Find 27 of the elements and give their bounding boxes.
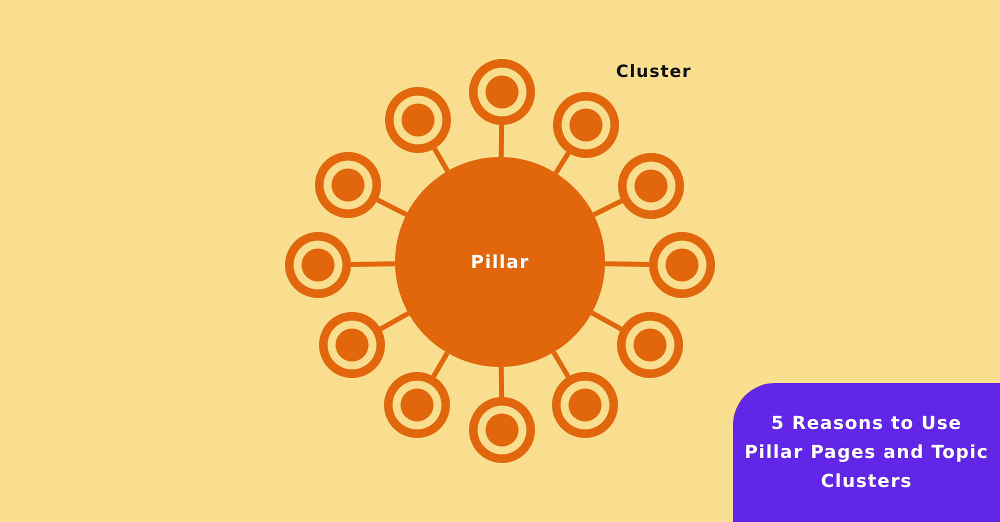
cluster-ring-circle <box>319 312 385 378</box>
cluster-ring-circle <box>552 372 618 438</box>
connector-line <box>498 366 504 398</box>
cluster-label: Cluster <box>616 62 692 82</box>
connector-line <box>432 147 450 172</box>
connector-line <box>592 198 623 218</box>
title-text: 5 Reasons to Use Pillar Pages and Topic Clusters <box>744 412 989 494</box>
cluster-ring-circle <box>285 232 351 298</box>
cluster-ring-circle <box>469 397 535 463</box>
cluster-ring-circle <box>384 372 450 438</box>
pillar-label: Pillar <box>470 252 530 272</box>
connector-line <box>380 311 410 332</box>
connector-line <box>590 310 622 332</box>
connector-line <box>554 152 571 174</box>
cluster-ring-circle <box>553 92 619 158</box>
connector-line <box>376 198 408 217</box>
cluster-ring-circle <box>617 312 683 378</box>
connector-line <box>498 124 504 158</box>
cluster-ring-circle <box>649 232 715 298</box>
connector-line <box>604 261 650 267</box>
cluster-ring-circle <box>385 87 451 153</box>
cluster-ring-circle <box>469 59 535 125</box>
cluster-ring-circle <box>618 153 684 219</box>
cluster-ring-circle <box>315 152 381 218</box>
connector-line <box>552 350 570 378</box>
connector-line <box>350 261 396 267</box>
connector-line <box>431 352 450 378</box>
